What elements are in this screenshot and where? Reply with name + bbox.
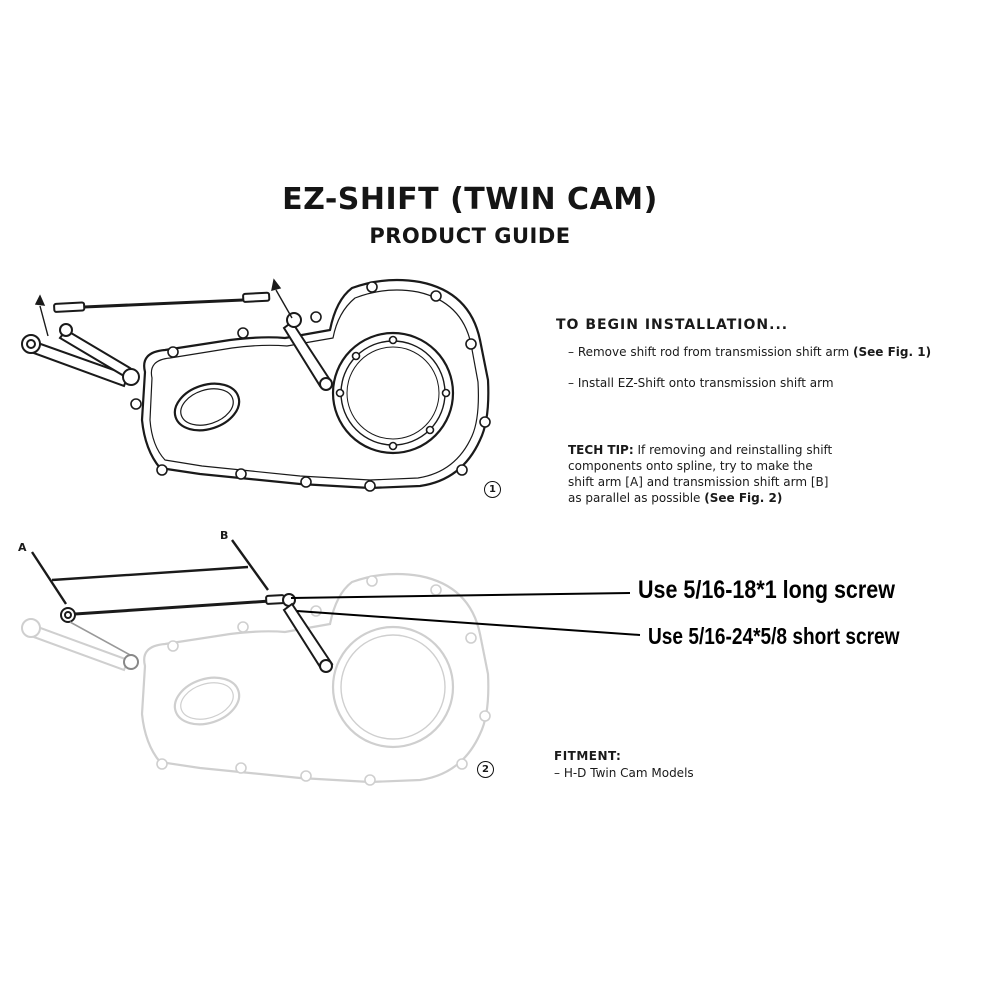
fitment-heading: FITMENT: bbox=[554, 749, 622, 763]
screw-callout-lines bbox=[290, 592, 641, 636]
install-step-2: – Install EZ-Shift onto transmission shi… bbox=[568, 376, 834, 390]
primary-cover-fig2 bbox=[140, 572, 490, 784]
install-step-1-text: – Remove shift rod from transmission shi… bbox=[568, 345, 850, 359]
arrows-fig1 bbox=[34, 278, 293, 337]
install-step-1-ref: (See Fig. 1) bbox=[853, 345, 932, 359]
tech-tip: TECH TIP: If removing and reinstalling s… bbox=[568, 442, 888, 506]
short-screw-callout: Use 5/16-24*5/8 short screw bbox=[648, 623, 900, 649]
figure-1-number: 1 bbox=[484, 481, 501, 498]
page-title: EZ-SHIFT (TWIN CAM) bbox=[282, 182, 658, 217]
cover-bolts-fig1 bbox=[130, 281, 491, 492]
figure-2-number: 2 bbox=[477, 761, 494, 778]
label-b: B bbox=[220, 529, 229, 542]
fitment-model: – H-D Twin Cam Models bbox=[554, 766, 694, 780]
label-a: A bbox=[18, 541, 27, 554]
shift-linkage-fig1 bbox=[21, 291, 333, 391]
shift-lever-fig2-faded bbox=[21, 618, 130, 672]
tech-tip-line-4: as parallel as possible bbox=[568, 491, 701, 505]
cover-bolts-fig2 bbox=[156, 575, 491, 786]
ez-shift-linkage-fig2 bbox=[60, 593, 334, 673]
long-screw-callout: Use 5/16-18*1 long screw bbox=[638, 576, 895, 604]
tech-tip-line-2: components onto spline, try to make the bbox=[568, 459, 813, 473]
page-subtitle: PRODUCT GUIDE bbox=[369, 224, 571, 248]
alignment-lines-fig2 bbox=[30, 539, 269, 605]
tech-tip-line-3: shift arm [A] and transmission shift arm… bbox=[568, 475, 829, 489]
tech-tip-line-1: If removing and reinstalling shift bbox=[637, 443, 833, 457]
install-heading: TO BEGIN INSTALLATION... bbox=[556, 317, 789, 333]
tech-tip-ref: (See Fig. 2) bbox=[704, 491, 783, 505]
install-step-1: – Remove shift rod from transmission shi… bbox=[568, 344, 931, 360]
primary-cover-fig1 bbox=[140, 278, 490, 490]
tech-tip-label: TECH TIP: bbox=[568, 443, 634, 457]
